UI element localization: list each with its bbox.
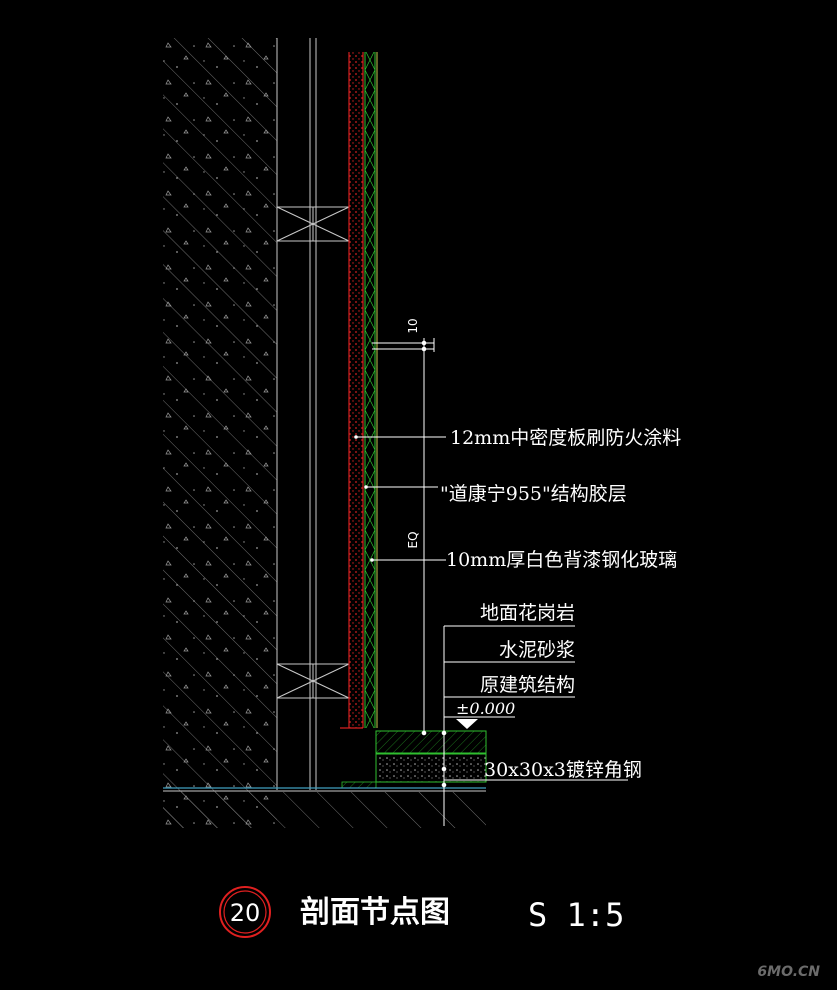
drawing-scale: S 1:5 — [528, 896, 624, 934]
level-mark: ±0.000 — [456, 699, 515, 729]
callout-mdf: 12mm中密度板刷防火涂料 — [450, 427, 681, 449]
dimension-lines — [372, 338, 447, 826]
dimension-eq-label: EQ — [406, 531, 420, 548]
mdf-board — [340, 52, 364, 729]
label-structure: 原建筑结构 — [480, 674, 575, 696]
stud-frame — [276, 38, 350, 790]
svg-text:±0.000: ±0.000 — [456, 699, 515, 718]
tempered-glass-panel — [364, 52, 378, 728]
callout-sealant: "道康宁955"结构胶层 — [440, 483, 627, 505]
leader-lines — [356, 436, 628, 781]
floor-buildup — [163, 730, 487, 828]
dimension-10-label: 10 — [406, 318, 420, 333]
concrete-wall — [163, 38, 278, 828]
label-granite: 地面花岗岩 — [480, 602, 575, 624]
detail-number: 20 — [230, 899, 261, 927]
callout-glass: 10mm厚白色背漆钢化玻璃 — [446, 549, 677, 571]
label-mortar: 水泥砂浆 — [499, 639, 575, 661]
watermark: 6MO.CN — [757, 964, 820, 980]
drawing-title: 剖面节点图 — [300, 895, 450, 930]
label-angle-steel: 30x30x3镀锌角钢 — [484, 759, 642, 781]
detail-marker: 20 — [219, 886, 271, 938]
